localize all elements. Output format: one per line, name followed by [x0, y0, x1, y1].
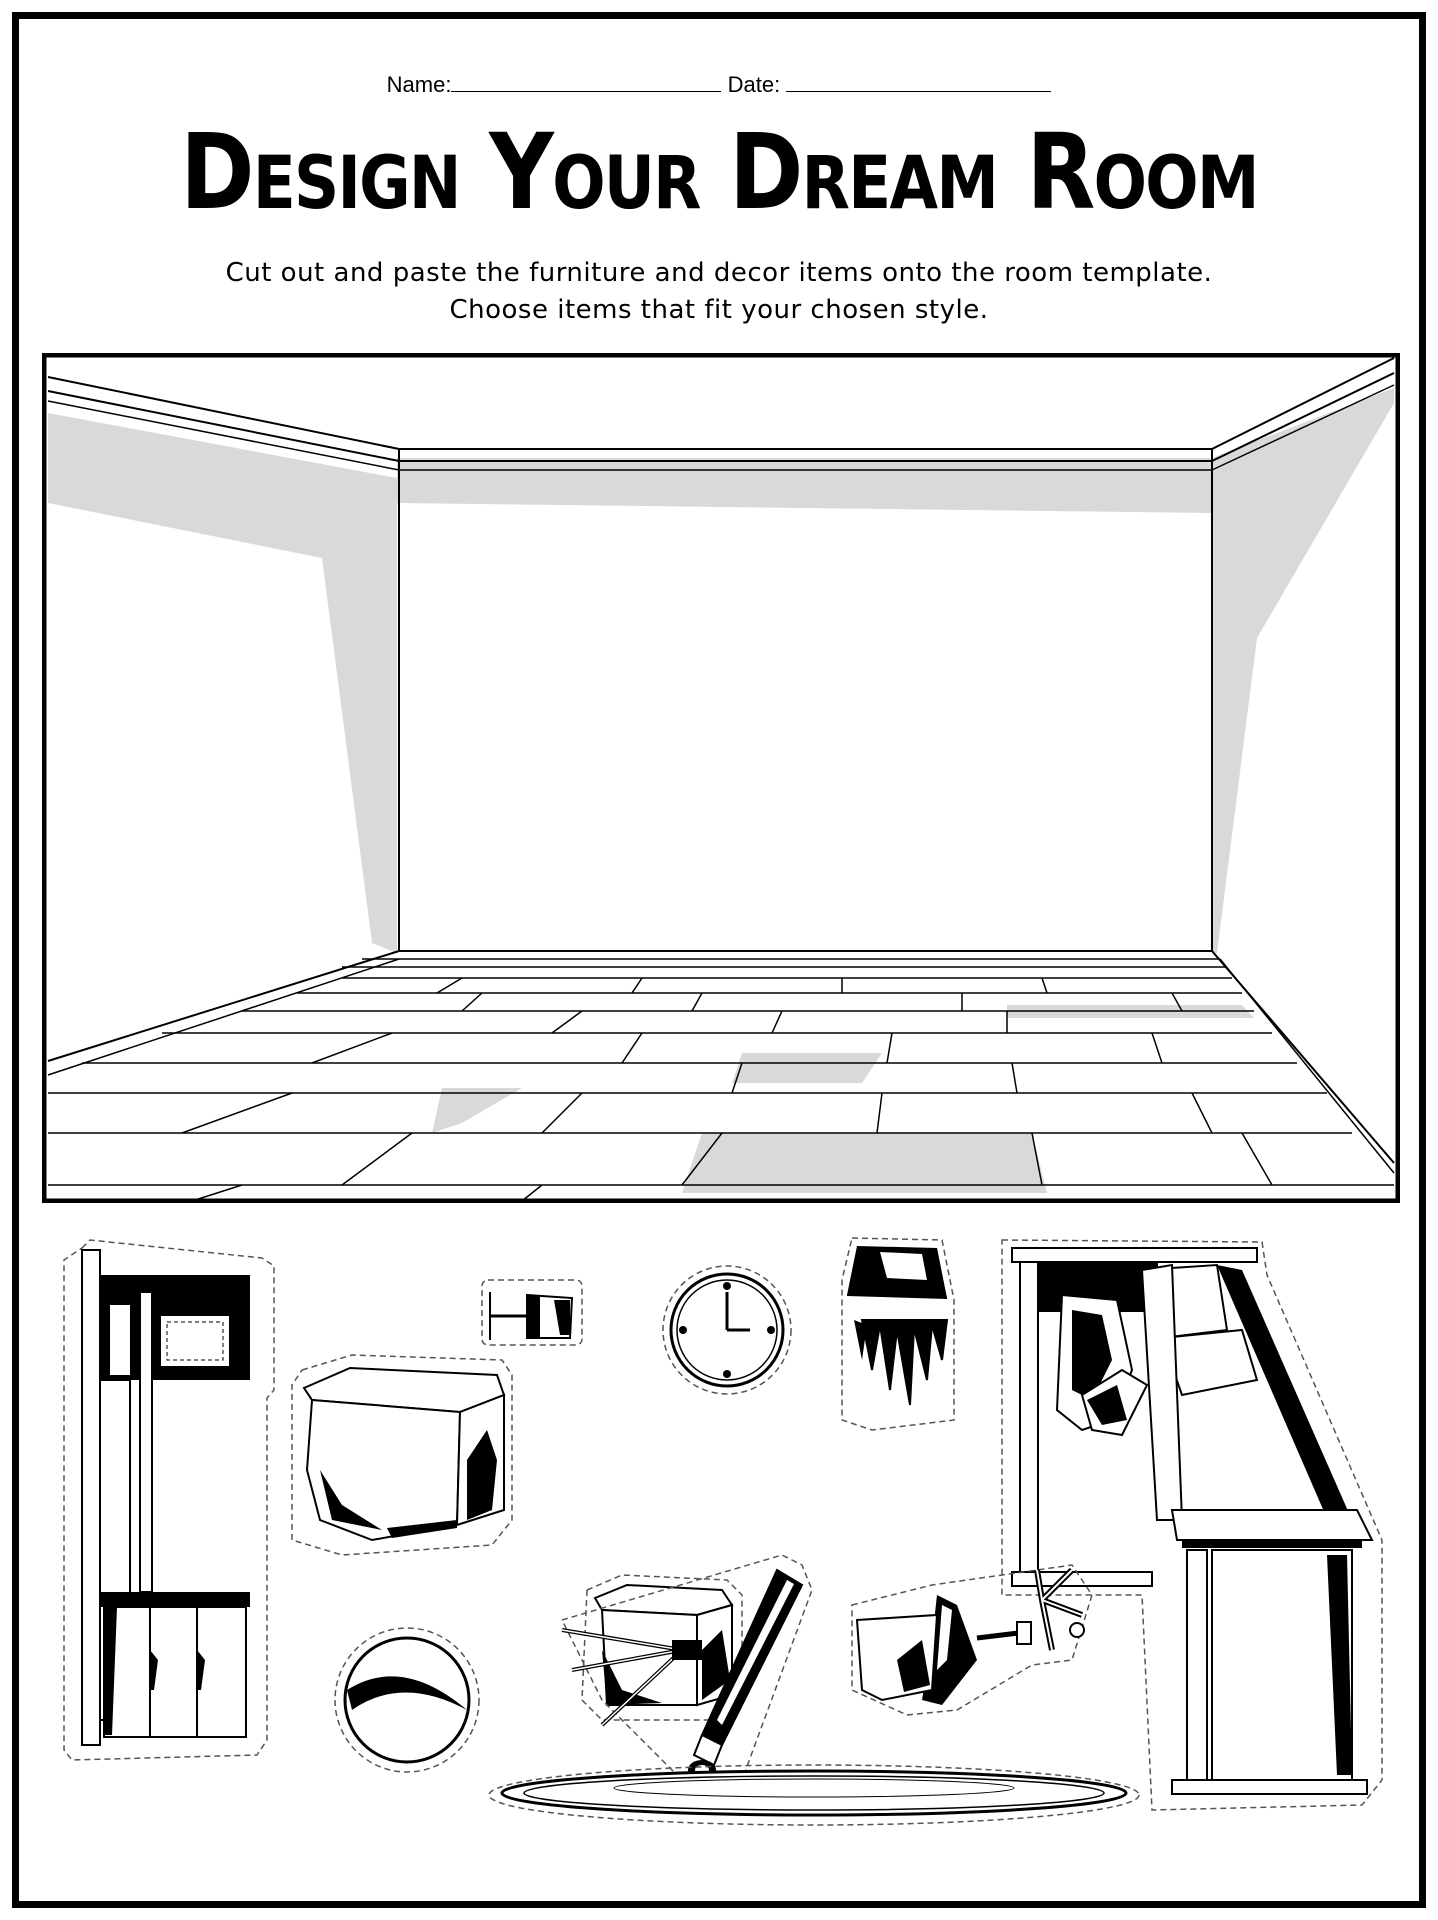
coat-rack-shelf-icon[interactable] [63, 1239, 275, 1761]
corner-desk-shelf-icon[interactable] [1001, 1239, 1383, 1811]
cutout-items [63, 1237, 1383, 1826]
telescope-icon[interactable] [560, 1554, 813, 1801]
date-field[interactable] [786, 73, 1052, 92]
wall-lamp-icon[interactable] [481, 1279, 583, 1346]
wall-clock-icon[interactable] [662, 1265, 792, 1395]
instruction-line-2: Choose items that fit your chosen style. [449, 295, 989, 325]
ottoman-large-icon[interactable] [291, 1354, 513, 1556]
name-field[interactable] [451, 73, 722, 92]
name-label: Name: [386, 72, 452, 97]
room-template [42, 353, 1400, 1203]
hanging-lamp-icon[interactable] [841, 1237, 955, 1431]
date-label: Date: [727, 72, 781, 97]
oval-rug-icon[interactable] [488, 1764, 1140, 1826]
desk-chair-icon[interactable] [851, 1564, 1093, 1716]
page-title: Design Your Dream Room [180, 111, 1259, 233]
instruction-line-1: Cut out and paste the furniture and deco… [225, 258, 1213, 288]
ball-icon[interactable] [334, 1627, 480, 1773]
name-date-line: Name: Date: [0, 72, 1438, 98]
